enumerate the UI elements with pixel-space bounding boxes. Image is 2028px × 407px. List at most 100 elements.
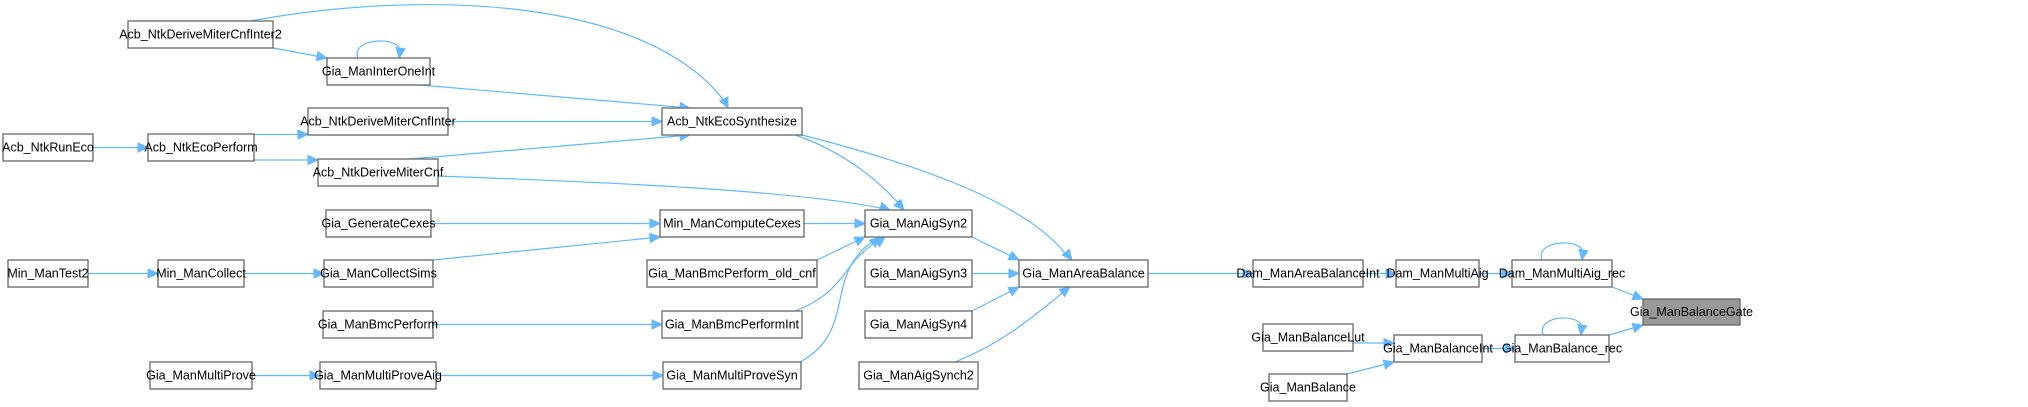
edge-gia-manaigsyn2-to-gia-manareabalance <box>971 236 1021 261</box>
edge-gia-manbmcperform-old-cnf-to-gia-manaigsyn2 <box>816 236 867 261</box>
node-acb-ntkderivemitercnf[interactable]: Acb_NtkDeriveMiterCnf <box>313 158 444 187</box>
node-gia-manbalancegate[interactable]: Gia_ManBalanceGate <box>1630 298 1753 326</box>
edge-gia-maninteroneint-to-gia-maninteroneint <box>356 40 406 60</box>
node-acb-ntkecosynthesize[interactable]: Acb_NtkEcoSynthesize <box>661 107 803 136</box>
arrowhead-icon <box>868 236 881 248</box>
node-gia-manaigsynch2[interactable]: Gia_ManAigSynch2 <box>858 361 979 390</box>
node-gia-manmultiprovesyn[interactable]: Gia_ManMultiProveSyn <box>662 361 802 390</box>
arrowhead-icon <box>315 50 329 62</box>
edge-acb-ntkderivemitercnfinter-to-acb-ntkecosynthesize <box>448 116 664 127</box>
node-gia-manbalanceint[interactable]: Gia_ManBalanceInt <box>1383 334 1493 363</box>
node-gia-manbalancelut[interactable]: Gia_ManBalanceLut <box>1251 323 1365 352</box>
svg-text:Gia_ManBalanceInt: Gia_ManBalanceInt <box>1383 342 1493 356</box>
arrowhead-icon <box>1501 268 1514 279</box>
arrowhead-icon <box>652 370 665 381</box>
edge-acb-ntkecosynthesize-to-gia-manaigsyn2 <box>794 134 905 211</box>
svg-text:Gia_ManMultiProve: Gia_ManMultiProve <box>146 369 256 383</box>
svg-text:Gia_ManBalanceGate: Gia_ManBalanceGate <box>1630 305 1753 319</box>
svg-text:Gia_ManInterOneInt: Gia_ManInterOneInt <box>322 65 436 79</box>
arrowhead-icon <box>651 319 664 330</box>
node-gia-manareabalance[interactable]: Gia_ManAreaBalance <box>1018 259 1149 288</box>
edge-gia-generatecexes-to-min-mancomputecexes <box>431 218 662 229</box>
arrowhead-icon <box>853 236 867 247</box>
node-gia-manbalance[interactable]: Gia_ManBalance <box>1260 373 1356 402</box>
node-gia-manbmcperform-old-cnf[interactable]: Gia_ManBmcPerform_old_cnf <box>646 259 818 288</box>
arrowhead-icon <box>1008 268 1021 279</box>
svg-text:Gia_ManAigSyn2: Gia_ManAigSyn2 <box>870 217 967 231</box>
svg-text:Gia_ManAigSyn4: Gia_ManAigSyn4 <box>870 318 967 332</box>
svg-text:Acb_NtkEcoPerform: Acb_NtkEcoPerform <box>144 141 257 155</box>
edge-gia-manmultiprovesyn-to-gia-manaigsyn2 <box>799 236 881 363</box>
edge-gia-manaigsyn3-to-gia-manareabalance <box>972 268 1021 279</box>
svg-text:Gia_ManAreaBalance: Gia_ManAreaBalance <box>1022 267 1144 281</box>
arrowhead-icon <box>893 198 905 211</box>
edge-dam-manareabalanceint-to-dam-manmultiaig <box>1363 268 1398 279</box>
arrowhead-icon <box>1385 268 1398 279</box>
node-gia-manaigsyn2[interactable]: Gia_ManAigSyn2 <box>864 209 973 238</box>
svg-text:Acb_NtkDeriveMiterCnfInter: Acb_NtkDeriveMiterCnfInter <box>300 115 456 129</box>
arrowhead-icon <box>309 370 322 381</box>
edge-dam-manmultiaig-rec-to-dam-manmultiaig-rec <box>1540 242 1589 262</box>
edge-gia-manbalanceint-to-gia-manbalance-rec <box>1482 343 1517 354</box>
node-gia-manbalance-rec[interactable]: Gia_ManBalance_rec <box>1502 334 1622 363</box>
edge-min-mancomputecexes-to-gia-manaigsyn2 <box>804 218 867 229</box>
node-gia-manmultiprove[interactable]: Gia_ManMultiProve <box>146 361 256 390</box>
svg-text:Acb_NtkEcoSynthesize: Acb_NtkEcoSynthesize <box>667 115 797 129</box>
node-gia-manmultiproveaig[interactable]: Gia_ManMultiProveAig <box>314 361 442 390</box>
node-gia-mancollectsims[interactable]: Gia_ManCollectSims <box>320 259 437 288</box>
edge-dam-manmultiaig-to-dam-manmultiaig-rec <box>1479 268 1514 279</box>
node-gia-maninteroneint[interactable]: Gia_ManInterOneInt <box>322 57 436 86</box>
node-acb-ntkecoperform[interactable]: Acb_NtkEcoPerform <box>144 133 258 162</box>
node-acb-ntkderivemitercnfinter[interactable]: Acb_NtkDeriveMiterCnfInter <box>300 107 456 136</box>
edge-gia-manmultiproveaig-to-gia-manmultiprovesyn <box>436 370 665 381</box>
svg-text:Gia_ManBalance_rec: Gia_ManBalance_rec <box>1502 342 1622 356</box>
arrowhead-icon <box>1007 250 1021 261</box>
edge-acb-ntkecoperform-to-acb-ntkderivemitercnf <box>254 154 320 166</box>
arrowhead-icon <box>854 218 867 229</box>
node-gia-manbmcperform[interactable]: Gia_ManBmcPerform <box>318 310 438 339</box>
arrowhead-icon <box>1577 323 1588 337</box>
edge-gia-manaigsyn4-to-gia-manareabalance <box>971 286 1021 312</box>
arrowhead-icon <box>1504 343 1517 354</box>
edge-gia-manbalance-to-gia-manbalanceint <box>1346 359 1396 375</box>
arrowhead-icon <box>1058 286 1071 298</box>
node-acb-ntkruneco[interactable]: Acb_NtkRunEco <box>2 133 94 162</box>
node-gia-manaigsyn4[interactable]: Gia_ManAigSyn4 <box>864 310 973 339</box>
arrowhead-icon <box>649 218 662 229</box>
svg-text:Min_ManCollect: Min_ManCollect <box>156 267 246 281</box>
svg-text:Gia_ManBalance: Gia_ManBalance <box>1260 381 1356 395</box>
svg-text:Min_ManComputeCexes: Min_ManComputeCexes <box>663 217 801 231</box>
arrowhead-icon <box>1242 268 1255 279</box>
node-acb-ntkderivemitercnfinter2[interactable]: Acb_NtkDeriveMiterCnfInter2 <box>119 20 282 49</box>
node-min-mantest2[interactable]: Min_ManTest2 <box>7 259 89 288</box>
edge-acb-ntkderivemitercnfinter2-to-gia-maninteroneint <box>272 47 329 62</box>
node-gia-manbmcperformint[interactable]: Gia_ManBmcPerformInt <box>661 310 803 339</box>
svg-text:Gia_ManMultiProveAig: Gia_ManMultiProveAig <box>314 369 442 383</box>
svg-text:Gia_ManBmcPerform_old_cnf: Gia_ManBmcPerform_old_cnf <box>648 267 816 281</box>
node-dam-manmultiaig-rec[interactable]: Dam_ManMultiAig_rec <box>1499 259 1625 288</box>
svg-text:Gia_ManBmcPerformInt: Gia_ManBmcPerformInt <box>665 318 800 332</box>
node-dam-manmultiaig[interactable]: Dam_ManMultiAig <box>1386 259 1489 288</box>
arrowhead-icon <box>313 268 326 279</box>
node-gia-manaigsyn3[interactable]: Gia_ManAigSyn3 <box>864 259 973 288</box>
svg-text:Gia_ManAigSyn3: Gia_ManAigSyn3 <box>870 267 967 281</box>
edge-acb-ntkecosynthesize-to-gia-manareabalance <box>801 134 1073 261</box>
arrowhead-icon <box>297 129 310 140</box>
node-min-mancomputecexes[interactable]: Min_ManComputeCexes <box>659 209 805 238</box>
node-min-mancollect[interactable]: Min_ManCollect <box>156 259 246 288</box>
svg-text:Gia_ManCollectSims: Gia_ManCollectSims <box>320 267 437 281</box>
edge-gia-manbalance-rec-to-gia-manbalancegate <box>1608 322 1645 336</box>
edge-gia-maninteroneint-to-acb-ntkecosynthesize <box>419 84 692 113</box>
edge-gia-manbmcperform-to-gia-manbmcperformint <box>433 319 664 330</box>
arrowhead-icon <box>137 142 150 153</box>
arrowhead-icon <box>1631 322 1645 334</box>
nodes-layer: Gia_ManBalanceGate Dam_ManMultiAig_rec G… <box>2 20 1753 402</box>
node-dam-manareabalanceint[interactable]: Dam_ManAreaBalanceInt <box>1236 259 1380 288</box>
edge-min-mancollect-to-gia-mancollectsims <box>244 268 326 279</box>
node-gia-generatecexes[interactable]: Gia_GenerateCexes <box>322 209 436 238</box>
arrowhead-icon <box>147 268 160 279</box>
edge-dam-manmultiaig-rec-to-gia-manbalancegate <box>1611 286 1645 301</box>
edge-gia-manbalancelut-to-gia-manbalanceint <box>1353 337 1396 349</box>
edge-gia-manmultiprove-to-gia-manmultiproveaig <box>252 370 322 381</box>
